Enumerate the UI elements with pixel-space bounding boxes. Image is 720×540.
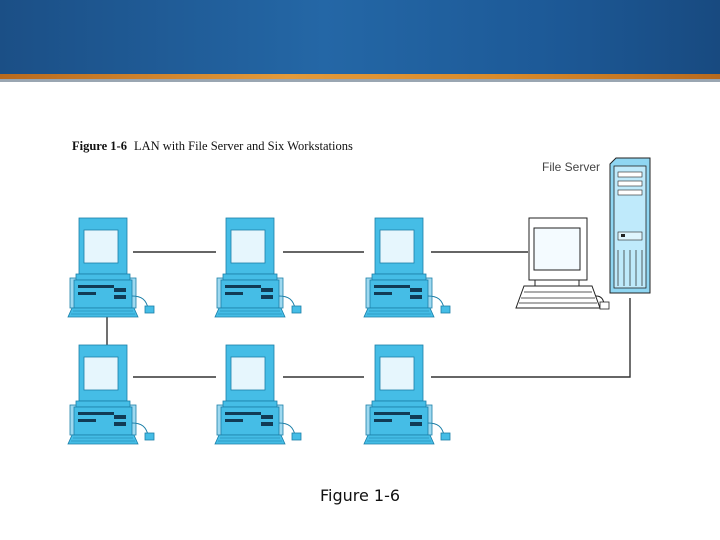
figure-caption: Figure 1-6 bbox=[0, 486, 720, 505]
workstation-4-icon bbox=[68, 345, 154, 444]
file-server-tower-icon bbox=[610, 158, 650, 293]
workstation-3-icon bbox=[364, 218, 450, 317]
workstation-1-icon bbox=[68, 218, 154, 317]
server-console-icon bbox=[516, 218, 609, 309]
workstation-2-icon bbox=[215, 218, 301, 317]
workstation-5-icon bbox=[215, 345, 301, 444]
workstation-6-icon bbox=[364, 345, 450, 444]
